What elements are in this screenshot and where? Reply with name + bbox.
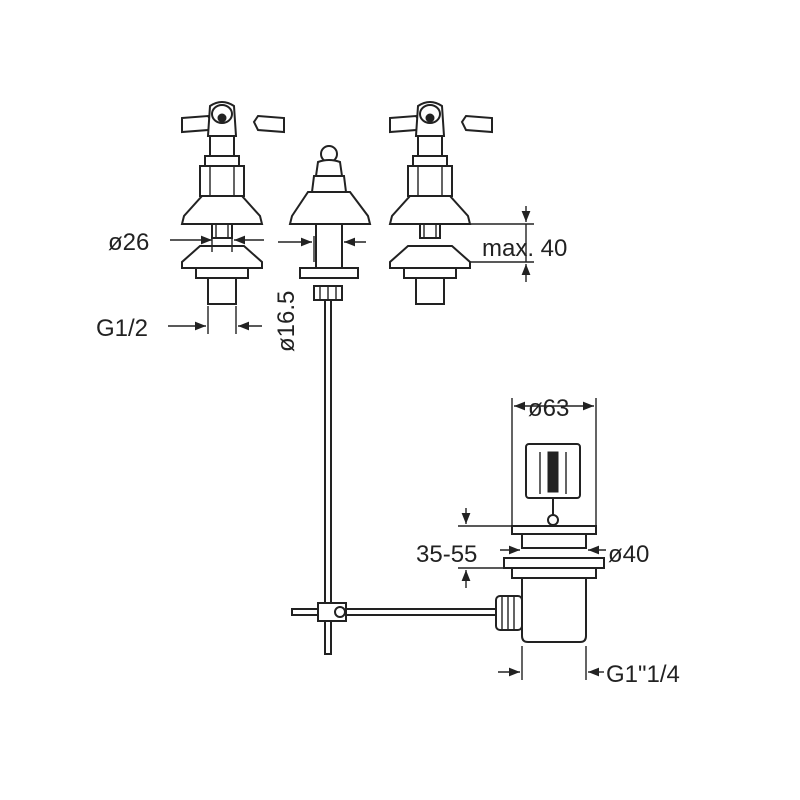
label-inlet-thread: G1/2 — [96, 315, 148, 342]
right-tap-body — [388, 155, 472, 305]
horizontal-linkage-rod — [291, 602, 505, 622]
label-inlet-diameter: ø26 — [108, 229, 149, 256]
dim-waste-thread: G1"1/4 — [498, 646, 680, 688]
dim-waste-range: 35-55 — [416, 508, 512, 588]
left-tap-body — [180, 155, 264, 305]
waste-flange — [503, 525, 605, 579]
label-spout-diameter: ø16.5 — [273, 291, 300, 352]
label-max-thickness: max. 40 — [482, 235, 567, 262]
dim-plug-diameter: ø63 — [511, 395, 597, 526]
waste-body — [495, 577, 587, 643]
pop-up-waste — [495, 443, 605, 643]
label-waste-thread: G1"1/4 — [606, 661, 680, 688]
right-tap — [388, 101, 493, 305]
dim-max-thickness: max. 40 — [470, 206, 567, 282]
label-waste-range: 35-55 — [416, 541, 477, 568]
left-cross-handle — [181, 101, 285, 157]
waste-plug — [525, 443, 581, 526]
dim-spout-diameter: ø16.5 — [273, 236, 366, 352]
right-cross-handle — [389, 101, 493, 157]
left-tap — [180, 101, 285, 305]
dim-inlet-diameter: ø26 — [108, 229, 264, 256]
dim-inlet-thread: G1/2 — [96, 306, 262, 342]
label-plug-diameter: ø63 — [528, 395, 569, 422]
label-waste-diameter: ø40 — [608, 541, 649, 568]
pop-up-rod — [324, 299, 332, 655]
center-spout-assembly — [288, 145, 505, 655]
dim-waste-diameter: ø40 — [500, 541, 649, 568]
